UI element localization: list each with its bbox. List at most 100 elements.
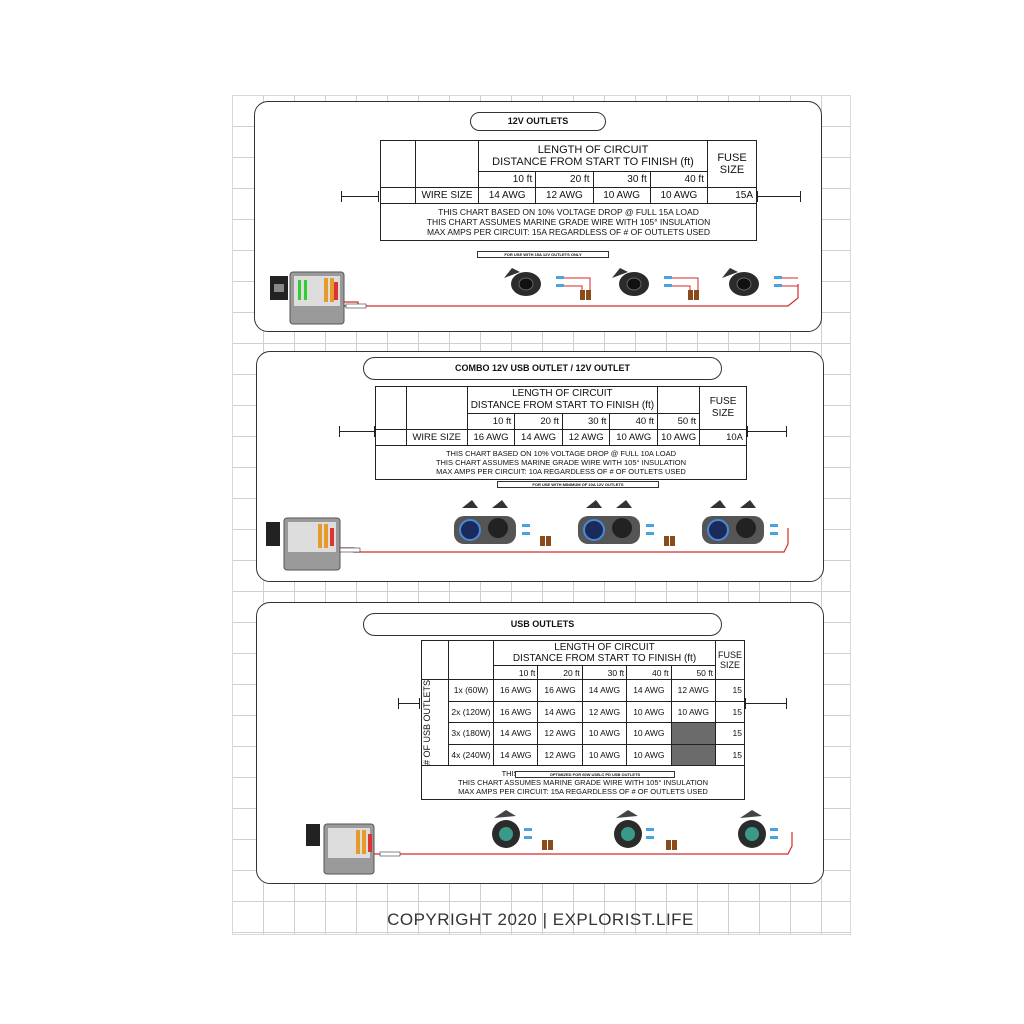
row-label: 1x (60W) xyxy=(448,679,494,702)
distance-cell: 40 ft xyxy=(649,171,709,188)
wire-size-cell: 10 AWG xyxy=(670,700,716,723)
usb-outlets-side-label: # OF USB OUTLETS xyxy=(422,680,432,766)
distance-cell: 20 ft xyxy=(514,413,563,430)
wire-size-cell: 16 AWG xyxy=(492,700,539,723)
table-header-length: LENGTH OF CIRCUIT xyxy=(554,642,655,653)
wire-size-cell: 12 AWG xyxy=(581,700,628,723)
wire-size-cell: 10 AWG xyxy=(592,187,651,204)
distance-cell: 50 ft xyxy=(657,413,701,430)
note-line: MAX AMPS PER CIRCUIT: 15A REGARDLESS OF … xyxy=(427,227,710,237)
wire-size-cell: 12 AWG xyxy=(535,187,594,204)
wire-size-cell: 14 AWG xyxy=(492,743,539,767)
copyright-footer: COPYRIGHT 2020 | EXPLORIST.LIFE xyxy=(387,910,694,929)
wire-size-cell: 14 AWG xyxy=(492,722,539,745)
note-line: THIS CHART BASED ON 10% VOLTAGE DROP @ F… xyxy=(438,207,699,217)
row-label: 3x (180W) xyxy=(448,722,494,745)
unavailable-cell xyxy=(670,722,716,745)
dimension-line-right xyxy=(747,426,787,437)
note-line: MAX AMPS PER CIRCUIT: 15A REGARDLESS OF … xyxy=(458,787,708,797)
wire-size-cell: 10 AWG xyxy=(657,429,701,446)
distance-cell: 20 ft xyxy=(537,665,583,680)
wire-size-cell: 12 AWG xyxy=(561,429,611,446)
distance-cell: 10 ft xyxy=(492,665,539,680)
fuse-block-icon xyxy=(270,271,345,325)
distance-cell: 10 ft xyxy=(477,171,537,188)
table-header-distance: DISTANCE FROM START TO FINISH (ft) xyxy=(492,156,694,168)
wire-size-cell: 10 AWG xyxy=(626,722,672,745)
fuse-block-icon xyxy=(266,517,341,571)
fuse-cell: 10A xyxy=(699,429,747,446)
usb-outlet-icon xyxy=(614,810,642,848)
usage-strip: OPTIMIZED FOR 60W USB-C PD USB OUTLETS xyxy=(515,771,675,778)
distance-cell: 30 ft xyxy=(581,665,628,680)
fuse-cell: 15 xyxy=(714,679,746,702)
wiring-diagram xyxy=(306,810,793,875)
fuse-block-icon xyxy=(306,823,375,875)
wire-size-cell: 12 AWG xyxy=(537,743,583,767)
combo-outlet-icon xyxy=(702,500,764,544)
row-label: WIRE SIZE xyxy=(415,187,479,204)
12v-socket-icon xyxy=(504,268,541,296)
wire-size-cell: 10 AWG xyxy=(581,722,628,745)
table-header-length: LENGTH OF CIRCUIT xyxy=(537,144,649,156)
note-line: MAX AMPS PER CIRCUIT: 10A REGARDLESS OF … xyxy=(436,467,686,476)
combo-outlet-icon xyxy=(454,500,516,544)
usb-outlet-icon xyxy=(492,810,520,848)
dimension-line-left xyxy=(339,426,375,437)
dimension-line-left xyxy=(398,698,420,709)
wiring-diagram xyxy=(270,268,799,325)
distance-cell: 40 ft xyxy=(609,413,659,430)
distance-cell: 30 ft xyxy=(561,413,611,430)
wire-size-cell: 10 AWG xyxy=(626,700,672,723)
table-header-length: LENGTH OF CIRCUIT xyxy=(512,388,613,399)
fuse-cell: 15A xyxy=(707,187,757,204)
wire-size-cell: 10 AWG xyxy=(581,743,628,767)
wire-size-cell: 14 AWG xyxy=(477,187,537,204)
12v-socket-icon xyxy=(722,268,759,296)
wire-size-cell: 10 AWG xyxy=(649,187,709,204)
table-header-distance: DISTANCE FROM START TO FINISH (ft) xyxy=(470,400,655,411)
distance-cell: 30 ft xyxy=(592,171,651,188)
wire-size-cell: 14 AWG xyxy=(537,700,583,723)
wire-size-cell: 14 AWG xyxy=(581,679,628,702)
note-line: THIS CHART ASSUMES MARINE GRADE WIRE WIT… xyxy=(426,217,711,227)
distance-cell: 20 ft xyxy=(535,171,594,188)
combo-outlet-icon xyxy=(578,500,640,544)
note-line: THIS CHART BASED ON 10% VOLTAGE DROP @ F… xyxy=(445,449,677,458)
wire-size-cell: 12 AWG xyxy=(670,679,716,702)
section-title: USB OUTLETS xyxy=(363,613,722,636)
wire-size-cell: 16 AWG xyxy=(537,679,583,702)
table-header-distance: DISTANCE FROM START TO FINISH (ft) xyxy=(512,653,697,664)
fuse-cell: 15 xyxy=(714,743,746,767)
note-line: THIS CHART ASSUMES MARINE GRADE WIRE WIT… xyxy=(457,778,709,788)
section-title: 12V OUTLETS xyxy=(470,112,606,131)
wire-size-cell: 14 AWG xyxy=(514,429,563,446)
wire-size-table: LENGTH OF CIRCUIT DISTANCE FROM START TO… xyxy=(380,140,757,241)
wire-size-table: LENGTH OF CIRCUIT DISTANCE FROM START TO… xyxy=(375,386,747,480)
wire-size-cell: 10 AWG xyxy=(609,429,659,446)
12v-socket-icon xyxy=(612,268,649,296)
row-label: 4x (240W) xyxy=(448,743,494,767)
wiring-diagram xyxy=(266,500,789,571)
distance-cell: 10 ft xyxy=(466,413,516,430)
fuse-cell: 15 xyxy=(714,722,746,745)
distance-cell: 50 ft xyxy=(670,665,716,680)
row-label: 2x (120W) xyxy=(448,700,494,723)
usage-strip: FOR USE WITH 15A 12V OUTLETS ONLY xyxy=(477,251,609,258)
note-line: THIS CHART ASSUMES MARINE GRADE WIRE WIT… xyxy=(435,458,687,467)
fuse-cell: 15 xyxy=(714,700,746,723)
wire-size-cell: 16 AWG xyxy=(492,679,539,702)
wire-size-cell: 12 AWG xyxy=(537,722,583,745)
dimension-line-right xyxy=(745,698,787,709)
dimension-line-right xyxy=(757,191,801,202)
wire-size-cell: 16 AWG xyxy=(466,429,516,446)
usage-strip: FOR USE WITH MINIMUM OF 10A 12V OUTLETS xyxy=(497,481,659,488)
unavailable-cell xyxy=(670,743,716,767)
distance-cell: 40 ft xyxy=(626,665,672,680)
row-label: WIRE SIZE xyxy=(405,429,468,446)
usb-outlet-icon xyxy=(738,810,766,848)
dimension-line-left xyxy=(341,191,379,202)
